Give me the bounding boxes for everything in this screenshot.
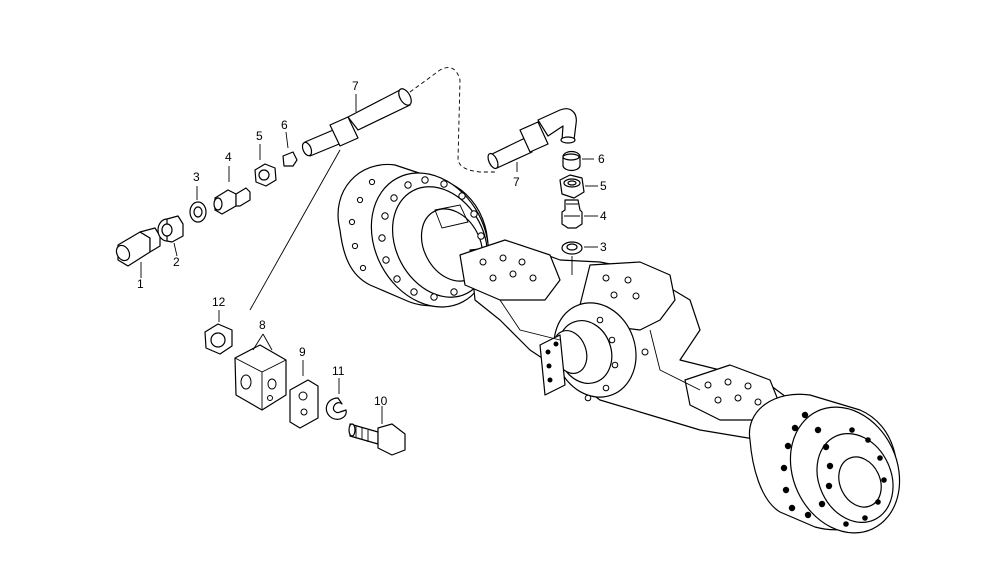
leader-tube-to-clamp <box>249 149 341 311</box>
part-6-cap-right <box>562 150 594 172</box>
part-8-clamp-block <box>234 333 287 411</box>
label-3-left: 3 <box>193 170 200 184</box>
label-3-right: 3 <box>600 240 607 254</box>
part-3-washer-left <box>189 186 207 223</box>
part-11-lock-washer <box>325 378 347 420</box>
label-7-right: 7 <box>513 175 520 189</box>
label-9: 9 <box>299 345 306 359</box>
part-labels: 1 2 3 4 5 6 7 8 9 10 11 12 7 6 5 4 3 <box>137 79 607 408</box>
label-6-right: 6 <box>598 152 605 166</box>
label-6-left: 6 <box>281 118 288 132</box>
label-4-left: 4 <box>225 150 232 164</box>
part-7-tube-right <box>487 108 577 172</box>
label-12: 12 <box>212 295 226 309</box>
label-11: 11 <box>332 364 345 378</box>
label-4-right: 4 <box>600 209 607 223</box>
part-9-plate <box>289 360 319 429</box>
label-8: 8 <box>259 318 266 332</box>
axle-assembly <box>337 163 901 534</box>
part-4-union-right <box>561 199 598 229</box>
left-hub-bolts <box>348 176 485 301</box>
input-flange-bolts <box>545 341 559 383</box>
label-7-left: 7 <box>352 79 359 93</box>
label-5-right: 5 <box>600 179 607 193</box>
part-2-adapter <box>157 215 184 257</box>
label-10: 10 <box>374 394 388 408</box>
label-5-left: 5 <box>256 129 263 143</box>
part-12-nut <box>204 310 233 355</box>
right-hub-bolts <box>780 411 887 527</box>
part-6-cap-left <box>282 131 298 167</box>
part-1-fitting <box>115 227 161 278</box>
part-4-union-left <box>213 166 251 215</box>
part-10-bolt <box>348 406 406 456</box>
label-1: 1 <box>137 277 144 291</box>
label-2: 2 <box>173 255 180 269</box>
hose-connection-dashed-line <box>409 67 495 173</box>
axle-housing <box>459 239 791 441</box>
part-5-nut-left <box>254 144 277 187</box>
part-3-washer-right <box>561 241 598 275</box>
part-5-nut-right <box>559 174 598 199</box>
right-wheel-hub <box>748 393 901 534</box>
part-7-tube-left <box>301 88 412 157</box>
